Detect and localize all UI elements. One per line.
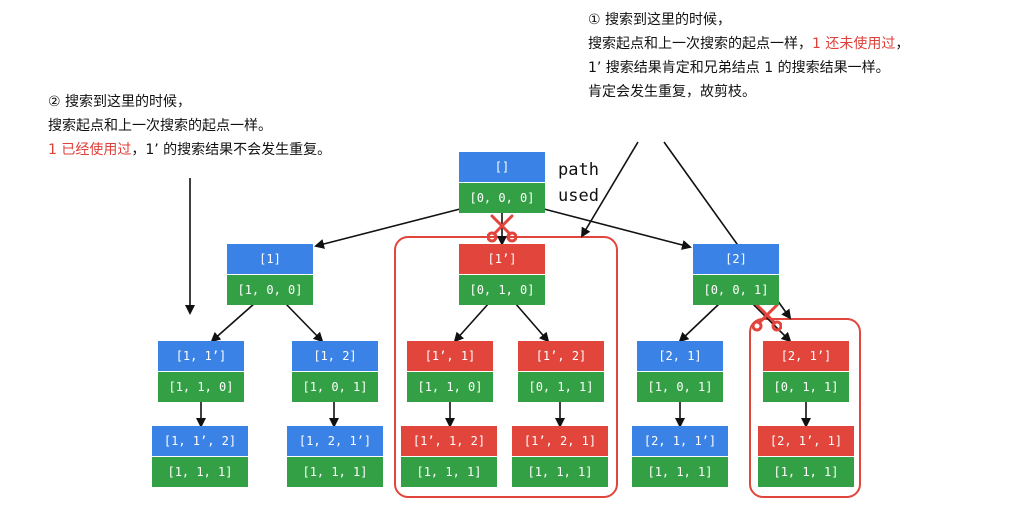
note-left: ② 搜索到这里的时候， 搜索起点和上一次搜索的起点一样。 1 已经使用过，1’ … <box>48 90 331 162</box>
tree-node-1-2-1prime: [1, 2, 1’] [1, 1, 1] <box>287 426 383 487</box>
tree-node-2-1prime-1: [2, 1’, 1] [1, 1, 1] <box>758 426 854 487</box>
tree-node-1prime-2-1: [1’, 2, 1] [1, 1, 1] <box>512 426 608 487</box>
pruned-subtree-box-2-1p <box>749 318 861 498</box>
node-path: [2, 1’, 1] <box>758 426 854 456</box>
edge-1p-1p1 <box>453 302 490 343</box>
tree-node-1-1prime-2: [1, 1’, 2] [1, 1, 1] <box>152 426 248 487</box>
note-left-line3: 1 已经使用过，1’ 的搜索结果不会发生重复。 <box>48 138 331 162</box>
node-path: [1’, 1, 2] <box>401 426 497 456</box>
node-path: [2, 1’] <box>763 341 849 371</box>
node-path: [] <box>459 152 545 182</box>
node-path: [1, 1’] <box>158 341 244 371</box>
edge-2-21 <box>678 302 721 343</box>
note-left-highlight: 1 已经使用过 <box>48 142 132 158</box>
node-used: [0, 1, 1] <box>763 371 849 402</box>
tree-node-2: [2] [0, 0, 1] <box>693 244 779 305</box>
note-right-line3: 1’ 搜索结果肯定和兄弟结点 1 的搜索结果一样。 <box>588 60 890 76</box>
node-used: [0, 0, 0] <box>459 182 545 213</box>
edge-1-11p <box>210 302 256 343</box>
node-path: [1’] <box>459 244 545 274</box>
tree-node-1prime-1: [1’, 1] [1, 1, 0] <box>407 341 493 402</box>
tree-node-1-2: [1, 2] [1, 0, 1] <box>292 341 378 402</box>
node-used: [1, 1, 0] <box>158 371 244 402</box>
node-used: [1, 1, 1] <box>632 456 728 487</box>
node-used: [1, 1, 0] <box>407 371 493 402</box>
node-used: [0, 0, 1] <box>693 274 779 305</box>
tree-node-1prime-2: [1’, 2] [0, 1, 1] <box>518 341 604 402</box>
note-right-line1: ① 搜索到这里的时候， <box>588 12 732 28</box>
tree-node-2-1prime: [2, 1’] [0, 1, 1] <box>763 341 849 402</box>
node-used: [0, 1, 0] <box>459 274 545 305</box>
note-left-line1: ② 搜索到这里的时候， <box>48 94 192 110</box>
node-used: [0, 1, 1] <box>518 371 604 402</box>
node-path: [1’, 1] <box>407 341 493 371</box>
tree-node-2-1: [2, 1] [1, 0, 1] <box>637 341 723 402</box>
tree-node-1-1prime: [1, 1’] [1, 1, 0] <box>158 341 244 402</box>
node-path: [2, 1] <box>637 341 723 371</box>
node-used: [1, 1, 1] <box>758 456 854 487</box>
tree-node-1prime-1-2: [1’, 1, 2] [1, 1, 1] <box>401 426 497 487</box>
path-label: path <box>558 160 599 180</box>
note-right-line2: 搜索起点和上一次搜索的起点一样，1 还未使用过， <box>588 32 909 56</box>
edge-root-1 <box>314 208 461 249</box>
node-path: [1’, 2] <box>518 341 604 371</box>
node-path: [1’, 2, 1] <box>512 426 608 456</box>
edge-root-2 <box>543 208 692 250</box>
note-left-line3-rest: ，1’ 的搜索结果不会发生重复。 <box>131 142 332 158</box>
tree-node-1-prime: [1’] [0, 1, 0] <box>459 244 545 305</box>
tree-node-2-1-1prime: [2, 1, 1’] [1, 1, 1] <box>632 426 728 487</box>
note-right-line4: 肯定会发生重复，故剪枝。 <box>588 84 756 100</box>
tree-node-1: [1] [1, 0, 0] <box>227 244 313 305</box>
node-path: [1, 2] <box>292 341 378 371</box>
node-used: [1, 1, 1] <box>287 456 383 487</box>
edge-1-12 <box>284 302 324 343</box>
node-used: [1, 1, 1] <box>152 456 248 487</box>
node-used: [1, 1, 1] <box>401 456 497 487</box>
tree-node-root: [] [0, 0, 0] <box>459 152 545 213</box>
node-path: [1] <box>227 244 313 274</box>
node-used: [1, 0, 1] <box>292 371 378 402</box>
note-right-line2-end: ， <box>895 36 910 52</box>
edge-2-21p <box>751 302 792 343</box>
annotation-arrow-right-1 <box>580 141 639 238</box>
node-path: [1, 1’, 2] <box>152 426 248 456</box>
node-used: [1, 0, 0] <box>227 274 313 305</box>
node-path: [2] <box>693 244 779 274</box>
node-path: [1, 2, 1’] <box>287 426 383 456</box>
note-right: ① 搜索到这里的时候， 搜索起点和上一次搜索的起点一样，1 还未使用过， 1’ … <box>588 8 909 104</box>
scissors-icon <box>752 303 782 332</box>
node-used: [1, 1, 1] <box>512 456 608 487</box>
edge-1p-1p2 <box>514 302 550 343</box>
note-left-line2: 搜索起点和上一次搜索的起点一样。 <box>48 118 272 134</box>
node-used: [1, 0, 1] <box>637 371 723 402</box>
used-label: used <box>558 186 599 206</box>
node-path: [2, 1, 1’] <box>632 426 728 456</box>
scissors-icon <box>487 214 517 243</box>
note-right-highlight: 1 还未使用过 <box>812 36 896 52</box>
note-right-line2-text: 搜索起点和上一次搜索的起点一样， <box>588 36 812 52</box>
